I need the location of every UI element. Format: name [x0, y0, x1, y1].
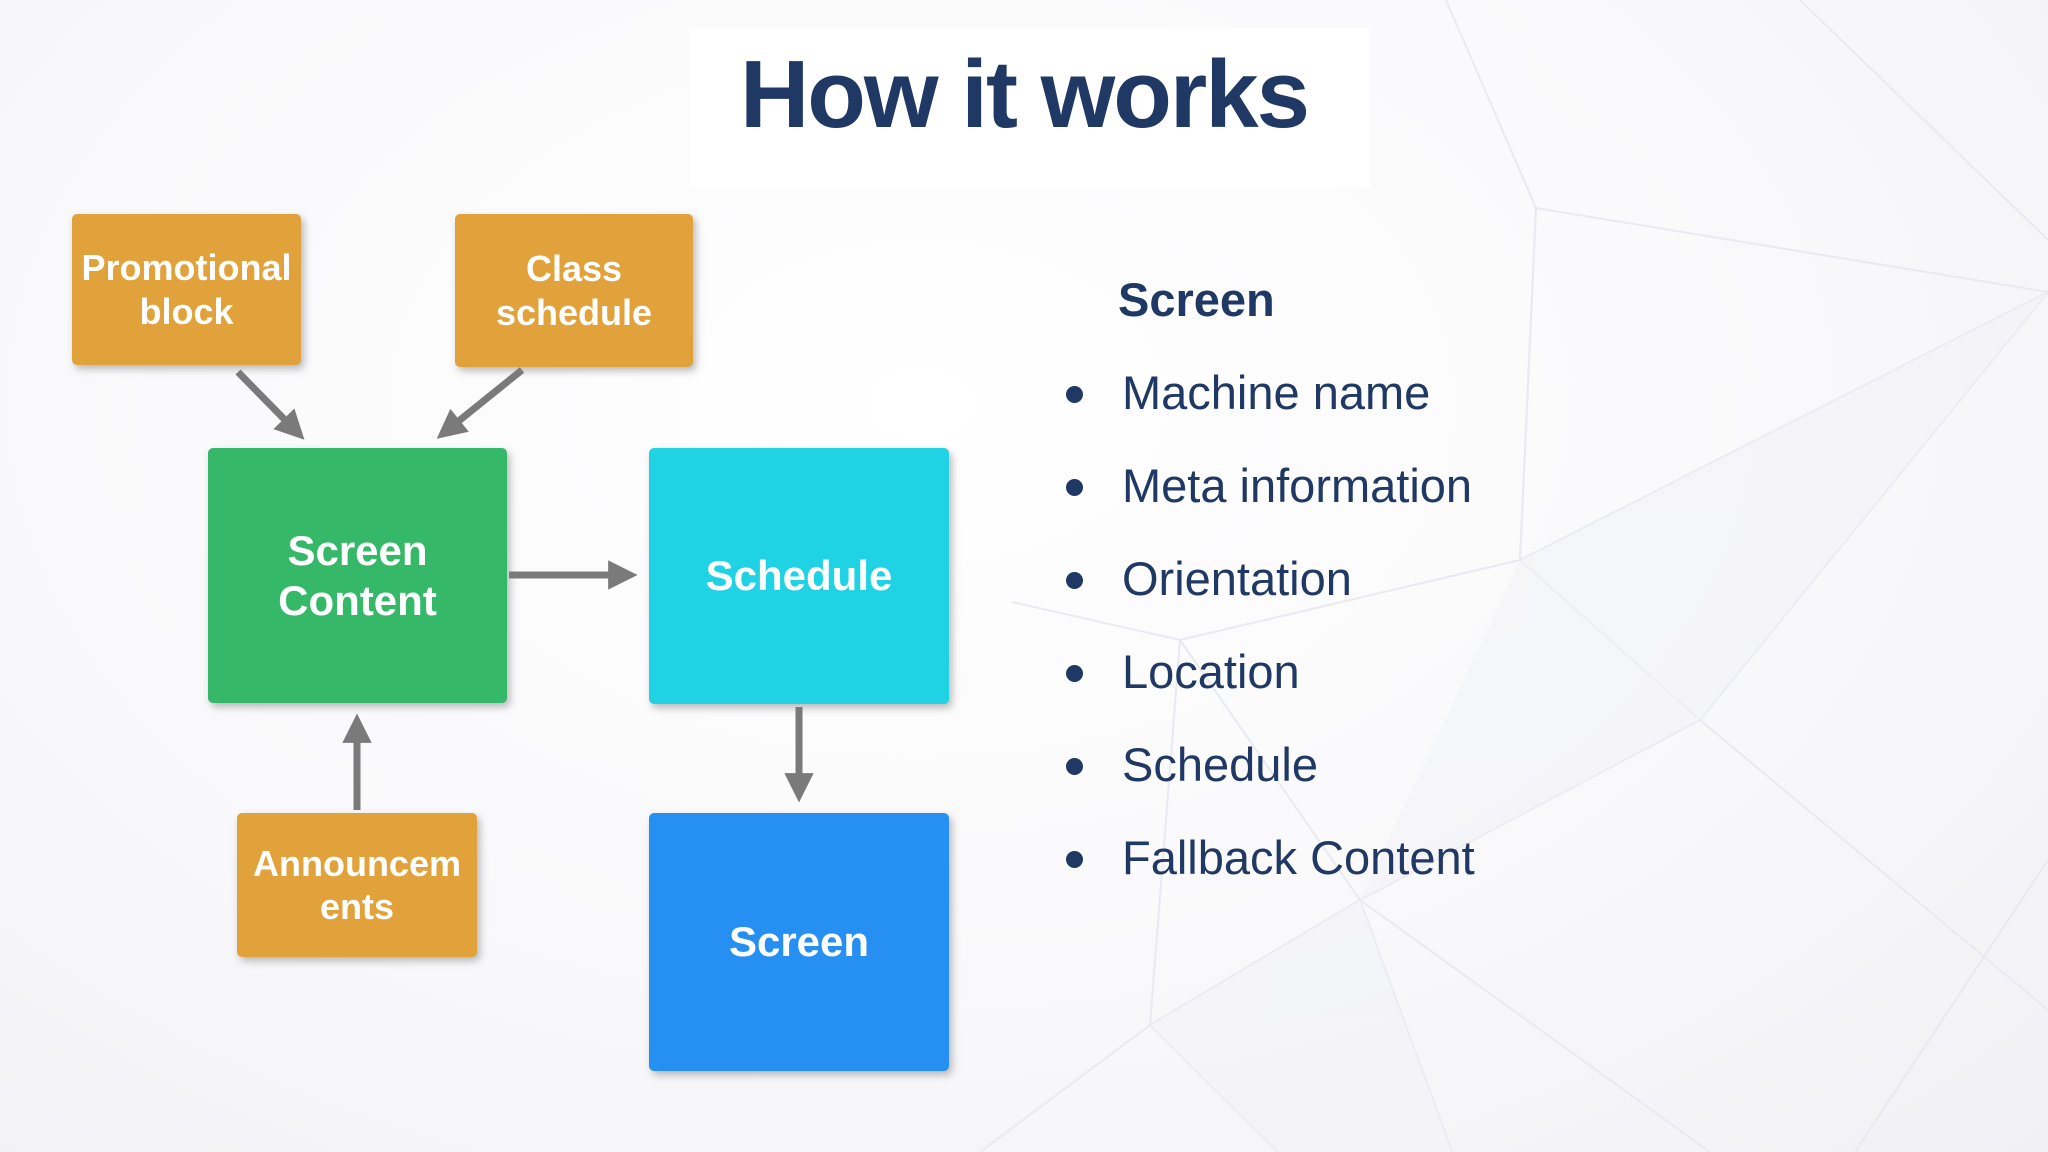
list-item: Meta information: [1066, 439, 1475, 532]
list-item-label: Meta information: [1122, 459, 1473, 512]
list-item-label: Schedule: [1122, 738, 1318, 791]
node-announcements: Announcements: [237, 813, 477, 957]
node-screen-label: Screen: [728, 918, 870, 966]
details-heading: Screen: [1118, 273, 1275, 326]
node-announcements-label: Announcements: [252, 842, 461, 927]
list-item-label: Location: [1122, 645, 1300, 698]
bullet-icon: [1066, 385, 1083, 403]
node-promotional-block: Promotional block: [72, 214, 301, 365]
list-item-label: Fallback Content: [1122, 831, 1475, 884]
list-item: Orientation: [1066, 532, 1475, 625]
bullet-icon: [1066, 757, 1083, 775]
details-list: Machine name Meta information Orientatio…: [1066, 346, 1475, 904]
bullet-icon: [1066, 664, 1083, 682]
bullet-icon: [1066, 571, 1083, 589]
node-schedule-label: Schedule: [705, 552, 893, 600]
node-schedule: Schedule: [649, 448, 949, 704]
node-promotional-block-label: Promotional block: [81, 247, 292, 332]
slide-title: How it works: [739, 41, 1310, 148]
node-class-schedule: Class schedule: [455, 214, 693, 367]
list-item-label: Orientation: [1122, 552, 1352, 605]
list-item-label: Machine name: [1122, 366, 1431, 419]
list-item: Schedule: [1066, 718, 1475, 811]
node-screen-content: Screen Content: [208, 448, 507, 703]
arrow-promotional-to-screen-content: [235, 369, 305, 440]
list-item: Machine name: [1066, 346, 1475, 439]
list-item: Location: [1066, 625, 1475, 718]
arrow-class-schedule-to-screen-content: [436, 367, 525, 439]
list-item: Fallback Content: [1066, 811, 1475, 904]
node-screen-content-label: Screen Content: [278, 526, 437, 624]
node-class-schedule-label: Class schedule: [495, 248, 653, 333]
title-backdrop: [690, 28, 1370, 188]
node-screen: Screen: [649, 813, 949, 1071]
bullet-icon: [1066, 478, 1083, 496]
bullet-icon: [1066, 850, 1083, 868]
